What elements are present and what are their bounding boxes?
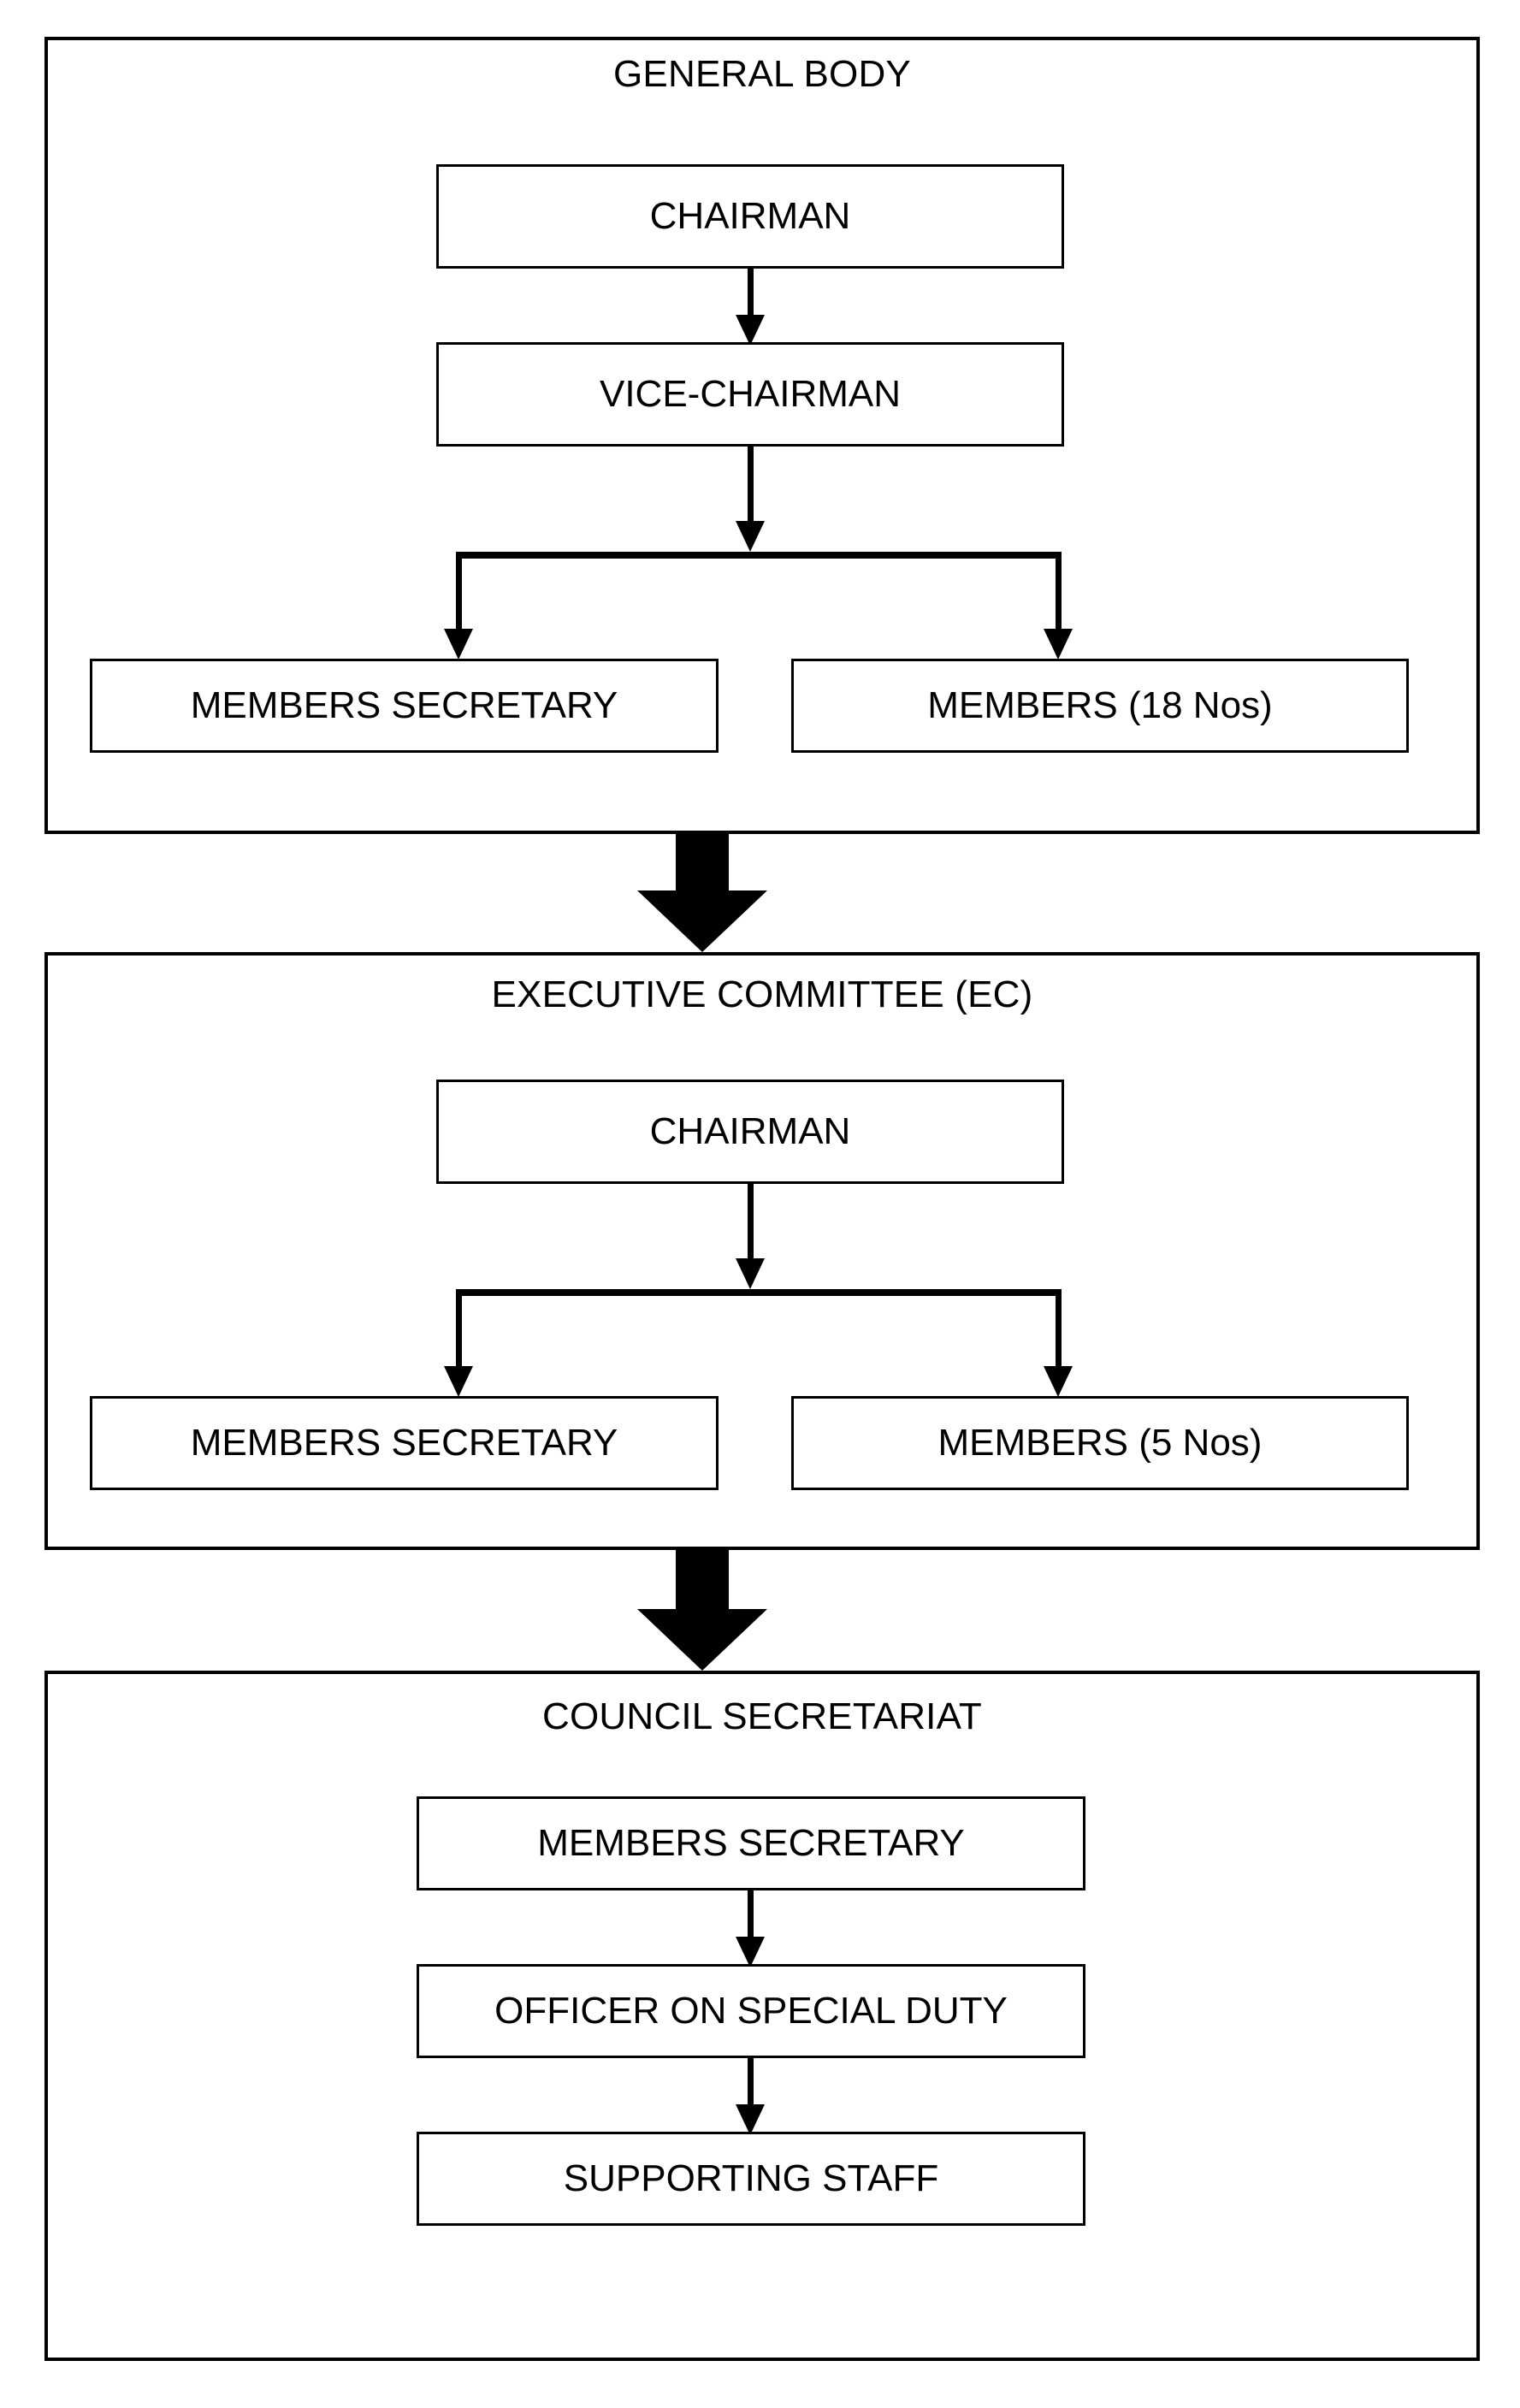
node-gb-vice-chairman[interactable]: VICE-CHAIRMAN bbox=[436, 342, 1064, 447]
node-gb-chairman[interactable]: CHAIRMAN bbox=[436, 164, 1064, 269]
node-label: MEMBERS (5 Nos) bbox=[937, 1422, 1263, 1464]
node-gb-members[interactable]: MEMBERS (18 Nos) bbox=[791, 659, 1409, 753]
block-arrow-shaft bbox=[676, 834, 729, 890]
node-cs-officer-on-special-duty[interactable]: OFFICER ON SPECIAL DUTY bbox=[417, 1964, 1085, 2058]
arrowhead-icon bbox=[736, 1937, 765, 1967]
node-ec-members[interactable]: MEMBERS (5 Nos) bbox=[791, 1396, 1409, 1490]
edge-ec-chairman-down bbox=[748, 1184, 754, 1265]
panel-title-general-body: GENERAL BODY bbox=[613, 53, 911, 95]
node-label: CHAIRMAN bbox=[649, 195, 851, 237]
node-label: SUPPORTING STAFF bbox=[563, 2157, 939, 2199]
node-ec-chairman[interactable]: CHAIRMAN bbox=[436, 1080, 1064, 1184]
node-label: MEMBERS (18 Nos) bbox=[927, 684, 1273, 726]
arrowhead-icon bbox=[736, 315, 765, 346]
edge-cs-members-secretary-to-osd bbox=[748, 1890, 754, 1946]
arrowhead-icon bbox=[444, 629, 473, 660]
node-label: OFFICER ON SPECIAL DUTY bbox=[494, 1990, 1008, 2032]
block-arrow-shaft bbox=[676, 1550, 729, 1609]
edge-gb-branch-bus bbox=[456, 552, 1062, 559]
node-label: MEMBERS SECRETARY bbox=[190, 1422, 618, 1464]
node-label: CHAIRMAN bbox=[649, 1110, 851, 1152]
edge-gb-branch-left bbox=[456, 552, 462, 637]
node-label: VICE-CHAIRMAN bbox=[599, 373, 902, 415]
panel-title-council-secretariat: COUNCIL SECRETARIAT bbox=[542, 1695, 982, 1737]
node-cs-members-secretary[interactable]: MEMBERS SECRETARY bbox=[417, 1796, 1085, 1890]
node-ec-members-secretary[interactable]: MEMBERS SECRETARY bbox=[90, 1396, 719, 1490]
edge-gb-vice-chairman-down bbox=[748, 447, 754, 528]
connector-executive-committee-to-council-secretariat bbox=[637, 1550, 767, 1671]
panel-general-body: GENERAL BODY CHAIRMAN VICE-CHAIRMAN MEMB… bbox=[44, 37, 1480, 834]
arrowhead-icon bbox=[1044, 629, 1073, 660]
block-arrow-head bbox=[637, 1609, 767, 1671]
connector-general-body-to-executive-committee bbox=[637, 834, 767, 952]
block-arrow-head bbox=[637, 890, 767, 952]
panel-title-executive-committee: EXECUTIVE COMMITTEE (EC) bbox=[491, 973, 1033, 1015]
panel-council-secretariat: COUNCIL SECRETARIAT MEMBERS SECRETARY OF… bbox=[44, 1671, 1480, 2361]
node-label: MEMBERS SECRETARY bbox=[537, 1822, 965, 1864]
arrowhead-icon bbox=[444, 1366, 473, 1397]
edge-ec-branch-bus bbox=[456, 1289, 1062, 1296]
edge-cs-osd-to-supporting-staff bbox=[748, 2058, 754, 2114]
arrowhead-icon bbox=[736, 521, 765, 552]
node-gb-members-secretary[interactable]: MEMBERS SECRETARY bbox=[90, 659, 719, 753]
node-cs-supporting-staff[interactable]: SUPPORTING STAFF bbox=[417, 2132, 1085, 2226]
arrowhead-icon bbox=[1044, 1366, 1073, 1397]
edge-gb-branch-right bbox=[1056, 552, 1062, 637]
node-label: MEMBERS SECRETARY bbox=[190, 684, 618, 726]
panel-executive-committee: EXECUTIVE COMMITTEE (EC) CHAIRMAN MEMBER… bbox=[44, 952, 1480, 1550]
edge-gb-chairman-to-vice-chairman bbox=[748, 269, 754, 324]
edge-ec-branch-right bbox=[1056, 1289, 1062, 1375]
edge-ec-branch-left bbox=[456, 1289, 462, 1375]
arrowhead-icon bbox=[736, 1258, 765, 1289]
arrowhead-icon bbox=[736, 2104, 765, 2135]
